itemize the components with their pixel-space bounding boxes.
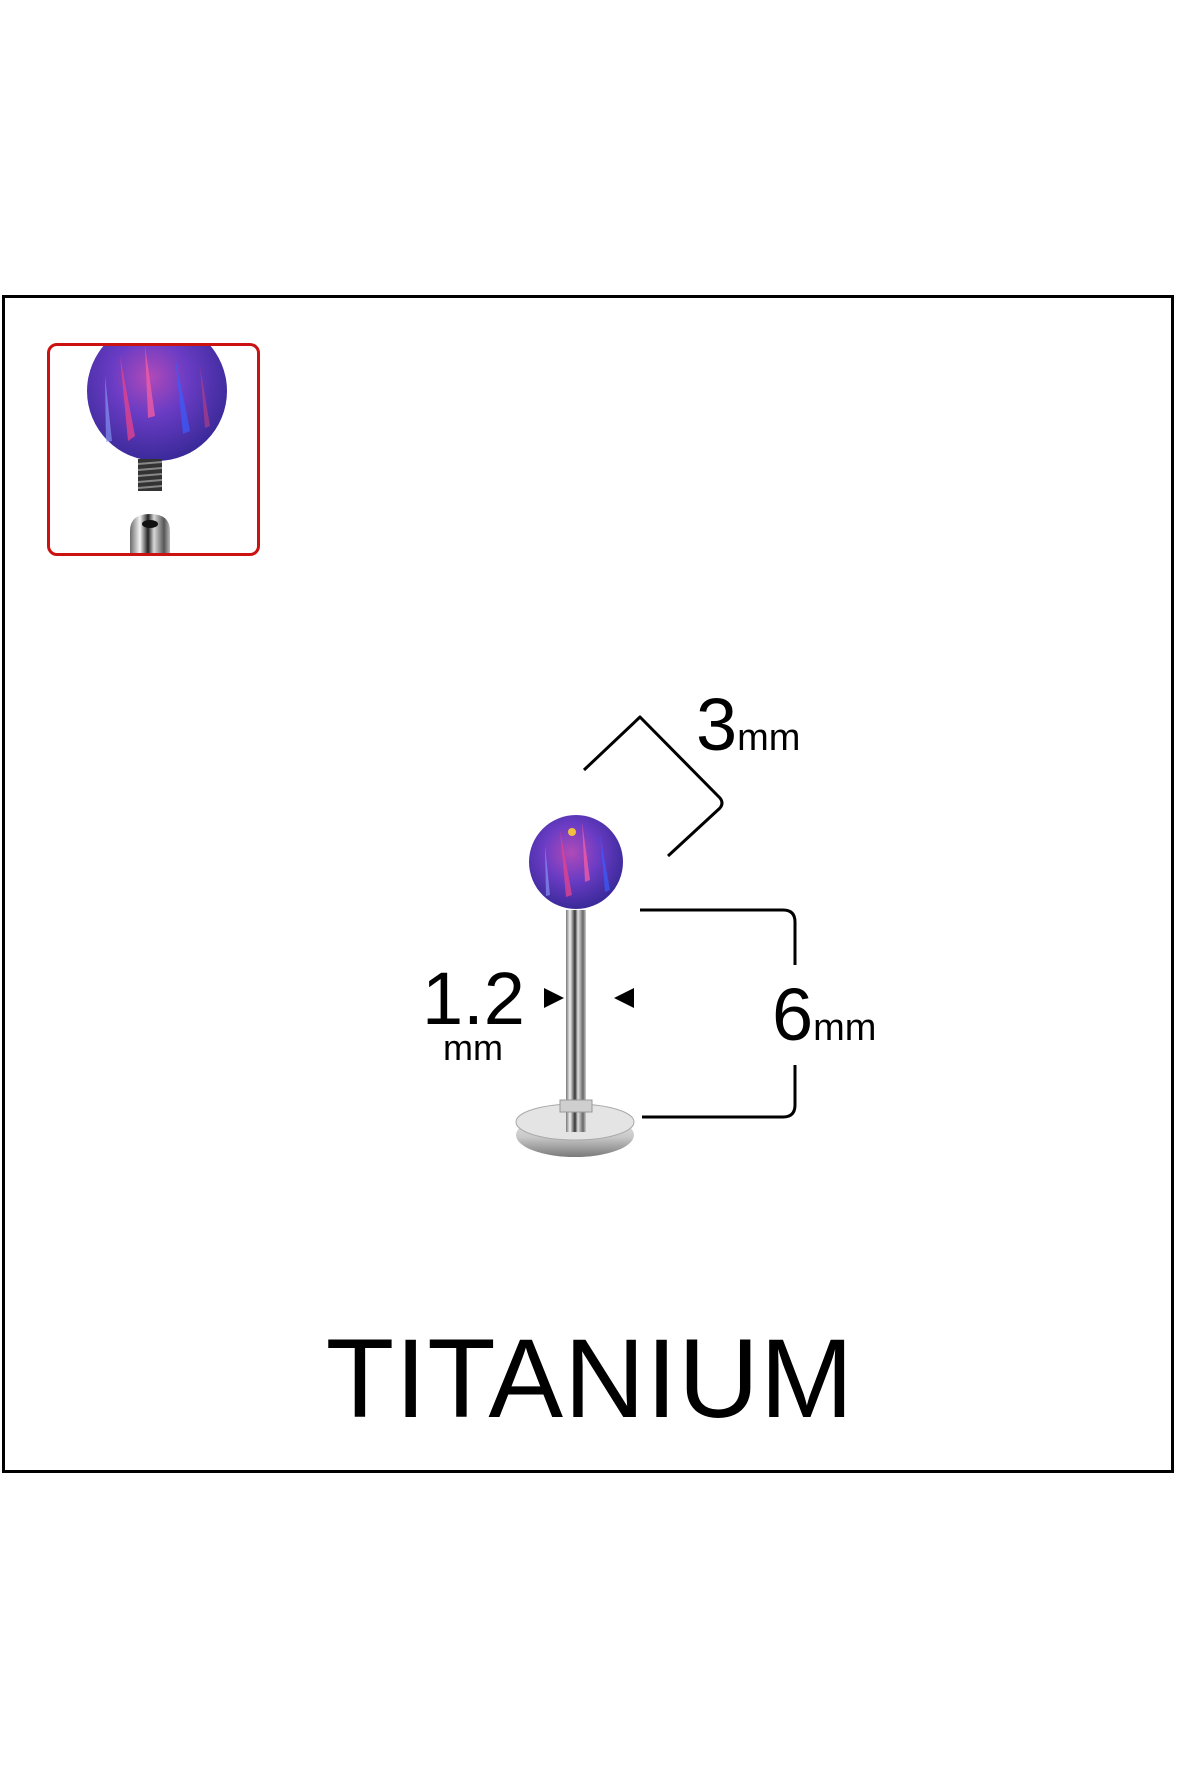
ball-diameter-unit: mm [737,717,801,759]
thickness-arrow-left [544,988,564,1008]
bar-thickness-value: 1.2 [422,957,525,1040]
ball-diameter-bracket [582,715,724,858]
bar-thickness-unit: mm [443,1027,503,1068]
bar-length-bracket [640,908,797,1119]
threaded-ball-icon [87,346,227,553]
ball-diameter-label: 3mm [696,688,800,762]
opal-ball [529,815,623,909]
bar-length-label: 6mm [772,978,876,1052]
material-title: TITANIUM [325,1316,855,1441]
labret-bar [566,910,586,1132]
thread-detail-inset [47,343,260,556]
bar-length-unit: mm [813,1007,877,1049]
thickness-arrow-right [614,988,634,1008]
bar-length-value: 6 [772,973,814,1056]
ball-diameter-value: 3 [696,683,738,766]
